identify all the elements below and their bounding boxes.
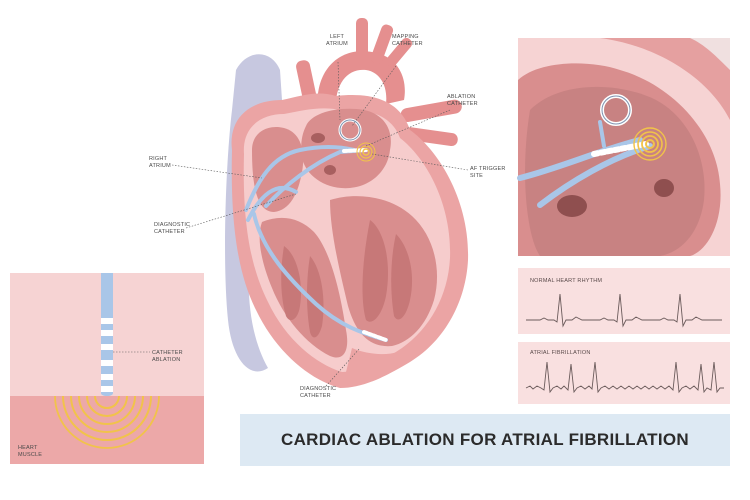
pulmonary-vein <box>324 165 336 175</box>
pulmonary-vein <box>311 133 325 143</box>
catheter-detail-panel <box>10 273 204 464</box>
diagnostic-catheter-tip <box>362 330 388 342</box>
af-trigger-rings <box>356 142 376 162</box>
ablation-catheter <box>264 148 368 208</box>
ecg-afib-title: ATRIAL FIBRILLATION <box>530 350 591 356</box>
mapping-catheter-loop <box>339 119 361 141</box>
catheters <box>244 118 388 342</box>
ecg-normal-title: NORMAL HEART RHYTHM <box>530 278 603 284</box>
heart <box>225 18 469 388</box>
diagnostic-catheter <box>244 145 356 212</box>
ecg-normal-panel <box>518 268 730 334</box>
title-banner: CARDIAC ABLATION FOR ATRIAL FIBRILLATION <box>240 414 730 466</box>
page-title: CARDIAC ABLATION FOR ATRIAL FIBRILLATION <box>281 430 689 449</box>
right-ventricle <box>259 217 348 358</box>
apex <box>346 348 398 373</box>
trabeculae <box>281 220 413 338</box>
zoom-panel <box>517 38 730 257</box>
leader-lines <box>171 61 469 387</box>
ecg-afib-panel <box>518 342 730 404</box>
diagnostic-catheter <box>246 185 298 222</box>
ablation-catheter-tip <box>342 148 368 153</box>
